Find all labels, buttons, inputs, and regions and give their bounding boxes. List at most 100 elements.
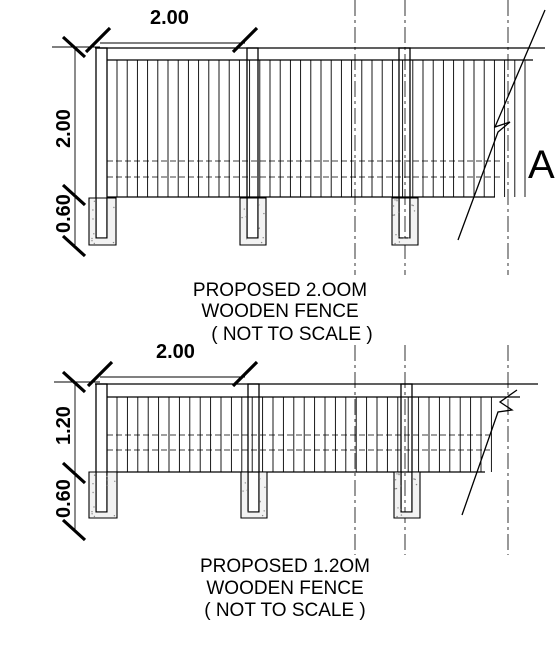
hatch-speck	[93, 474, 96, 476]
hatch-speck	[112, 241, 115, 244]
section-letter: A	[528, 143, 555, 187]
hatch-speck	[93, 242, 96, 245]
concrete-footing	[393, 471, 421, 519]
hatch-speck	[395, 487, 398, 490]
fence-post	[398, 47, 411, 239]
hatch-speck	[106, 484, 109, 487]
hatch-speck	[397, 507, 399, 509]
hatch-speck	[399, 485, 402, 487]
fence-post	[95, 383, 108, 513]
hatch-speck	[395, 234, 397, 236]
hatch-speck	[113, 206, 115, 209]
hatch-speck	[114, 480, 116, 482]
hatch-speck	[260, 241, 263, 244]
hatch-speck	[398, 472, 400, 474]
hatch-speck	[91, 511, 93, 513]
hatch-speck	[396, 198, 398, 200]
hatch-speck	[91, 237, 93, 240]
concrete-footing	[88, 197, 117, 246]
concrete-footing	[88, 471, 118, 519]
hatch-speck	[258, 204, 260, 206]
hatch-speck	[93, 233, 95, 235]
hatch-speck	[394, 199, 396, 201]
hatch-speck	[91, 513, 93, 515]
hatch-speck	[397, 211, 400, 213]
hatch-speck	[398, 473, 400, 476]
hatch-speck	[244, 482, 246, 484]
hatch-speck	[92, 483, 94, 485]
dimension-tick	[61, 234, 87, 258]
hatch-speck	[245, 216, 247, 218]
hatch-speck	[241, 216, 243, 219]
fence-post	[400, 383, 413, 513]
fence-post	[95, 47, 108, 239]
lower-caption-line-3: ( NOT TO SCALE )	[204, 600, 366, 621]
fence-post	[247, 383, 260, 513]
hatch-speck	[243, 208, 245, 210]
hatch-speck	[414, 478, 416, 481]
hatch-speck	[413, 478, 415, 480]
dimension-tick	[61, 461, 87, 485]
concrete-footing	[239, 197, 267, 246]
hatch-speck	[259, 478, 261, 480]
hatch-speck	[398, 241, 401, 243]
hatch-speck	[242, 490, 244, 492]
hatch-speck	[392, 214, 394, 216]
hatch-speck	[411, 204, 413, 206]
hatch-speck	[106, 475, 108, 478]
picket-group	[116, 60, 526, 197]
hatch-speck	[106, 479, 109, 481]
lower-fence: 2.00 1.20 0.60 PROPOSED 1.2OM WOODEN FEN…	[53, 341, 538, 621]
hatch-speck	[415, 483, 418, 486]
concrete-footing	[391, 197, 419, 246]
break-line	[457, 9, 546, 241]
upper-fence: 2.00 2.00 0.60 PROPOSED 2.OOM WOODEN	[52, 0, 546, 345]
hatch-speck	[412, 204, 414, 207]
hatch-speck	[247, 511, 249, 513]
lower-caption-line-2: WOODEN FENCE	[206, 578, 363, 599]
dimension-tick	[61, 183, 87, 207]
hatch-speck	[264, 486, 266, 488]
dimension-tick	[231, 360, 259, 388]
lower-height-label: 1.20	[53, 406, 75, 445]
hatch-speck	[92, 218, 94, 220]
hatch-speck	[258, 227, 260, 229]
hatch-speck	[397, 235, 400, 238]
hatch-speck	[263, 510, 265, 512]
hatch-speck	[399, 508, 402, 511]
dimension-tick	[84, 26, 112, 54]
hatch-speck	[403, 237, 405, 239]
concrete-hatch	[91, 472, 418, 518]
lower-footing-label: 0.60	[53, 479, 75, 518]
hatch-speck	[394, 242, 396, 245]
upper-caption-line-2: WOODEN FENCE	[201, 301, 358, 322]
hatch-speck	[396, 200, 398, 202]
fence-post	[246, 47, 259, 239]
hatch-speck	[393, 214, 396, 216]
hatch-speck	[246, 238, 248, 240]
hatch-speck	[93, 200, 96, 202]
hatch-speck	[113, 515, 116, 517]
upper-height-label: 2.00	[53, 109, 75, 148]
hatch-speck	[394, 479, 397, 481]
hatch-speck	[92, 209, 94, 211]
upper-footing-label: 0.60	[53, 194, 75, 233]
dimension-tick	[61, 518, 87, 542]
hatch-speck	[93, 515, 96, 518]
hatch-speck	[408, 237, 410, 239]
dimension-tick	[61, 35, 87, 59]
hatch-speck	[392, 205, 395, 207]
break-line	[461, 389, 518, 516]
hatch-speck	[93, 506, 95, 508]
lower-spacing-label: 2.00	[156, 341, 195, 363]
hatch-speck	[246, 489, 248, 491]
concrete-footing	[240, 471, 268, 519]
upper-caption-line-3: ( NOT TO SCALE )	[211, 324, 373, 345]
lower-caption-line-1: PROPOSED 1.2OM	[200, 556, 370, 577]
hatch-speck	[259, 500, 261, 502]
hatch-speck	[261, 514, 264, 517]
hatch-speck	[396, 515, 398, 518]
hatch-speck	[413, 210, 416, 212]
hatch-speck	[400, 514, 403, 516]
